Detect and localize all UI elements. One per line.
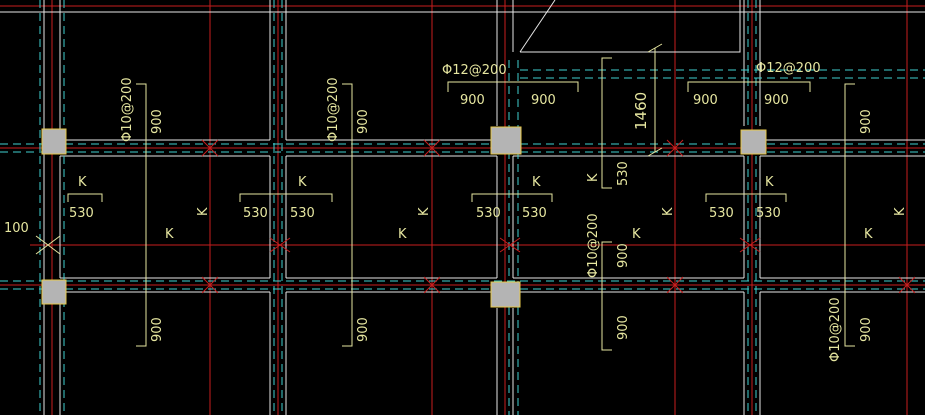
cross-mark [666,276,684,294]
rebar-mark: K [586,173,601,182]
rebar-mark: K [632,227,641,242]
rebar-mark: K [532,175,541,190]
column [490,126,522,155]
rebar-mark: K [864,227,873,242]
rebar-mark: K [893,207,908,216]
dim-label: 1460 [632,92,650,130]
rebar-mark: K [165,227,174,242]
dim-label: 530 [243,206,268,221]
dim-label: 530 [290,206,315,221]
dim-label: 900 [859,317,874,342]
dim-label: 530 [709,206,734,221]
cross-mark [666,139,684,157]
dim-label: 900 [356,317,371,342]
dim-label: 900 [460,93,485,108]
cross-mark [739,237,761,253]
cross-mark [898,276,916,294]
rebar-mark: K [417,207,432,216]
rebar-label: Φ12@200 [756,61,821,76]
rebar-bracket-vertical [601,241,612,351]
dim-bracket-530 [705,193,787,202]
rebar-bracket-vertical [136,83,147,347]
column [490,281,521,308]
rebar-mark: K [298,175,307,190]
dim-bracket-530 [239,193,333,202]
dim-label: 900 [859,109,874,134]
rebar-mark: K [196,207,211,216]
column [740,129,767,155]
dim-label: 530 [476,206,501,221]
opening-diagonal [519,0,556,53]
cross-mark [499,237,521,253]
rebar-mark: K [78,175,87,190]
dim-label: 530 [522,206,547,221]
dim-label: 530 [616,161,631,186]
column [41,128,67,155]
columns [41,126,767,308]
column [41,279,67,305]
dim-label: 100 [4,221,29,236]
dim-label: 530 [756,206,781,221]
dim-label: 900 [150,317,165,342]
cross-mark [201,276,219,294]
rebar-bracket-vertical [844,83,855,347]
rebar-label: Φ12@200 [442,63,507,78]
cross-mark [201,139,219,157]
rebar-label: Φ10@200 [120,77,135,142]
cross-mark [269,237,291,253]
dim-label: 900 [616,243,631,268]
rebar-label: Φ10@200 [586,213,601,278]
rebar-bracket-vertical [342,83,353,347]
rebar-mark: K [661,207,676,216]
dim-label: 900 [356,109,371,134]
opening-outline [520,0,741,53]
cross-mark [423,276,441,294]
dim-ticks-1460 [647,43,663,157]
dim-bracket-530 [67,193,103,202]
rebar-label: Φ10@200 [326,77,341,142]
dim-label: 900 [693,93,718,108]
dim-label: 530 [69,206,94,221]
rebar-bracket-horizontal [687,81,811,92]
axis-cross-marks [201,139,916,294]
cross-mark [423,139,441,157]
dim-bracket-530 [601,57,612,189]
dim-label: 900 [150,109,165,134]
rebar-brackets [67,43,855,351]
rebar-mark: K [765,175,774,190]
dim-label: 900 [531,93,556,108]
dim-bracket-530 [471,193,553,202]
dim-tick-mark [35,235,61,255]
dim-label: 900 [616,315,631,340]
rebar-mark: K [398,227,407,242]
dim-label: 900 [764,93,789,108]
rebar-label: Φ10@200 [828,297,843,362]
rebar-bracket-horizontal [447,81,579,92]
